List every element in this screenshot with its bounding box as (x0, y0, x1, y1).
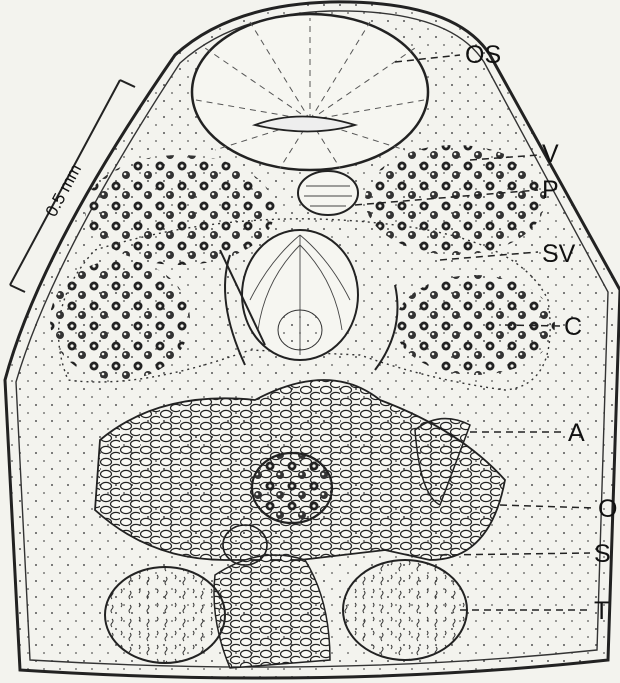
label-p: P (542, 176, 559, 204)
label-c: C (564, 313, 582, 341)
label-os: OS (465, 41, 501, 69)
label-t: T (594, 597, 609, 625)
oral-sucker (192, 14, 428, 170)
cirrus-sac (242, 230, 358, 360)
shell-gland (223, 525, 267, 565)
ovary (252, 453, 332, 523)
label-o: O (598, 495, 617, 523)
label-sv: SV (542, 240, 576, 268)
label-s: S (594, 540, 611, 568)
label-v: V (542, 140, 559, 168)
label-a: A (568, 419, 585, 447)
pharynx (298, 171, 358, 215)
